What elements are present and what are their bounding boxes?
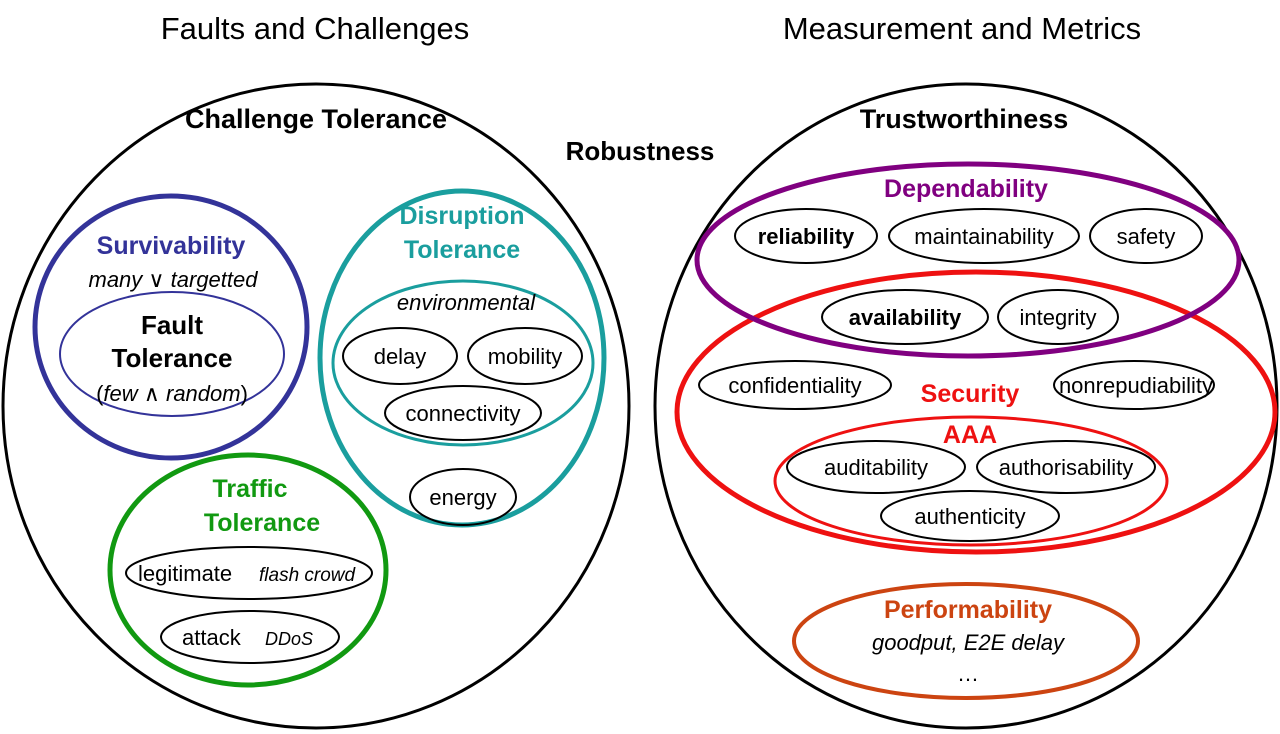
- traffic-tolerance-line2: Tolerance: [204, 509, 320, 537]
- confidentiality-label: confidentiality: [728, 373, 861, 398]
- challenge-tolerance-title: Challenge Tolerance: [185, 104, 447, 134]
- delay-ellipse: [342, 327, 458, 385]
- flash-crowd-label: flash crowd: [259, 565, 357, 586]
- aaa-ellipse: [773, 415, 1169, 547]
- environmental-label: environmental: [397, 290, 536, 315]
- robustness-label: Robustness: [566, 136, 715, 166]
- survivability-title: Survivability: [97, 232, 246, 260]
- nonrepudiability-label: nonrepudiability: [1059, 373, 1213, 398]
- energy-label: energy: [429, 485, 496, 510]
- availability-label: availability: [849, 305, 962, 330]
- reliability-label: reliability: [758, 224, 855, 249]
- legitimate-label: legitimate: [138, 561, 232, 586]
- authorisability-label: authorisability: [999, 455, 1134, 480]
- integrity-label: integrity: [1019, 305, 1096, 330]
- attack-label: attack: [182, 625, 242, 650]
- maintainability-label: maintainability: [914, 224, 1053, 249]
- authorisability-ellipse: [976, 440, 1156, 494]
- legitimate-ellipse: [125, 546, 373, 600]
- safety-label: safety: [1117, 224, 1176, 249]
- challenge-tolerance-ellipse: [1, 82, 631, 730]
- traffic-tolerance-ellipse: [107, 452, 389, 688]
- reliability-ellipse: [734, 208, 878, 264]
- security-title: Security: [921, 380, 1020, 408]
- performability-title: Performability: [884, 596, 1052, 624]
- disruption-tolerance-line2: Tolerance: [404, 236, 520, 264]
- availability-ellipse: [821, 289, 989, 345]
- delay-label: delay: [374, 344, 427, 369]
- fault-tolerance-line2: Tolerance: [112, 343, 233, 373]
- traffic-tolerance-line1: Traffic: [212, 475, 287, 503]
- fault-tolerance-ellipse: [59, 291, 285, 417]
- connectivity-ellipse: [384, 385, 542, 441]
- nonrepudiability-ellipse: [1053, 360, 1215, 410]
- trustworthiness-title: Trustworthiness: [860, 104, 1069, 134]
- right-column-heading: Measurement and Metrics: [783, 11, 1141, 46]
- energy-ellipse: [409, 468, 517, 526]
- performability-metrics: goodput, E2E delay: [872, 630, 1066, 655]
- performability-ellipse: [792, 582, 1140, 700]
- integrity-ellipse: [997, 289, 1119, 345]
- environmental-ellipse: [331, 279, 595, 447]
- authenticity-label: authenticity: [914, 504, 1025, 529]
- auditability-ellipse: [786, 440, 966, 494]
- ddos-label: DDoS: [265, 629, 313, 649]
- maintainability-ellipse: [888, 208, 1080, 264]
- mobility-ellipse: [467, 327, 583, 385]
- auditability-label: auditability: [824, 455, 928, 480]
- security-ellipse: [674, 269, 1278, 555]
- dependability-ellipse: [694, 161, 1242, 359]
- performability-ellipsis: …: [957, 661, 979, 686]
- disruption-tolerance-line1: Disruption: [400, 202, 525, 230]
- authenticity-ellipse: [880, 490, 1060, 542]
- survivability-ellipse: [32, 193, 310, 461]
- fault-tolerance-line1: Fault: [141, 310, 203, 340]
- survivability-subtitle: many ∨ targetted: [89, 267, 259, 292]
- mobility-label: mobility: [488, 344, 563, 369]
- left-column-heading: Faults and Challenges: [161, 11, 469, 46]
- dependability-title: Dependability: [884, 175, 1048, 203]
- confidentiality-ellipse: [698, 360, 892, 410]
- attack-ellipse: [160, 610, 340, 664]
- safety-ellipse: [1089, 208, 1203, 264]
- connectivity-label: connectivity: [406, 401, 521, 426]
- fault-tolerance-subtitle: (few ∧ random): [96, 381, 248, 406]
- aaa-title: AAA: [943, 421, 997, 449]
